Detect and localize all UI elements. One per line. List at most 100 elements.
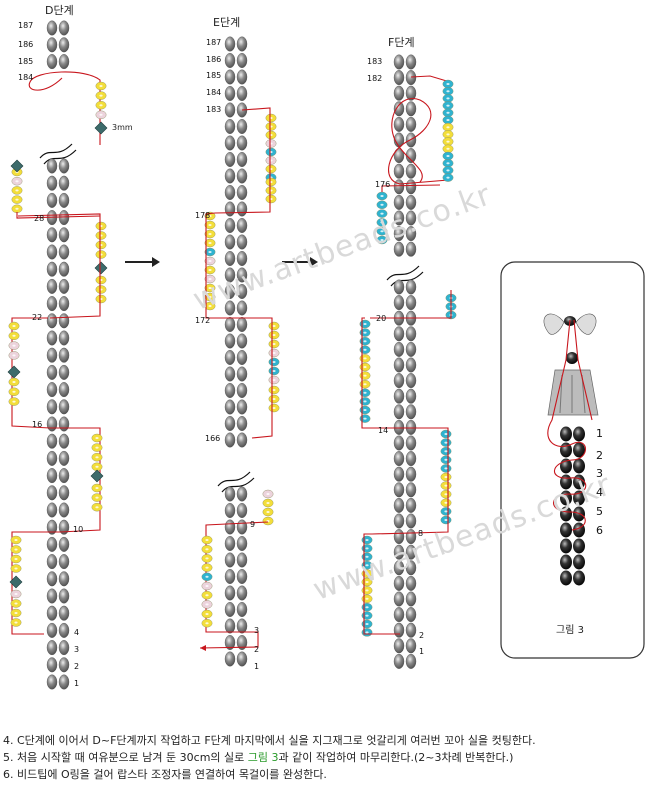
seed-bead-hole xyxy=(12,325,16,327)
black-bead xyxy=(560,554,572,570)
fig3-step-label: 5 xyxy=(596,505,603,518)
gray-bead xyxy=(236,602,248,618)
f-row-label: 182 xyxy=(367,74,383,83)
seed-bead-hole xyxy=(14,621,18,624)
seed-bead-hole xyxy=(446,162,450,165)
gray-bead xyxy=(46,296,58,312)
gray-bead xyxy=(46,175,58,191)
thread-path xyxy=(28,71,101,145)
gray-bead xyxy=(46,433,58,449)
gray-bead xyxy=(393,373,405,389)
seed-bead-hole xyxy=(14,602,18,605)
black-bead xyxy=(560,522,572,538)
seed-bead-hole xyxy=(14,548,18,551)
gray-bead xyxy=(405,591,417,607)
gray-bead xyxy=(58,382,70,398)
gray-bead xyxy=(393,544,405,560)
seed-bead-hole xyxy=(446,147,450,150)
gray-bead xyxy=(224,585,236,601)
fig3-step-label: 6 xyxy=(596,524,603,537)
seed-bead-hole xyxy=(363,323,367,325)
e-row-label: 185 xyxy=(206,71,222,80)
gray-bead xyxy=(393,341,405,357)
gray-bead xyxy=(393,653,405,669)
gray-bead xyxy=(58,296,70,312)
gray-bead xyxy=(46,54,58,70)
seed-bead-hole xyxy=(272,370,276,372)
gray-bead xyxy=(236,503,248,519)
gray-bead xyxy=(405,466,417,482)
gray-bead xyxy=(224,284,236,300)
gray-bead xyxy=(405,226,417,242)
d-row-label: 10 xyxy=(73,525,84,534)
seed-bead-hole xyxy=(272,407,276,409)
seed-bead-hole xyxy=(95,506,99,509)
instruction-text: 4. C단계에 이어서 D~F단계까지 작업하고 F단계 마지막에서 실을 지그… xyxy=(3,734,536,747)
seed-bead-hole xyxy=(446,126,450,129)
seed-bead-hole xyxy=(266,493,270,495)
gray-bead xyxy=(405,194,417,210)
seed-bead-hole xyxy=(446,111,450,114)
gray-bead xyxy=(224,602,236,618)
seed-bead-hole xyxy=(380,230,384,233)
gray-bead xyxy=(405,148,417,164)
black-bead xyxy=(560,570,572,586)
seed-bead-hole xyxy=(205,575,209,578)
stage-d-title: D단계 xyxy=(45,4,74,17)
arrow-head xyxy=(310,257,318,267)
gray-bead xyxy=(58,158,70,174)
gray-bead xyxy=(405,653,417,669)
gray-bead xyxy=(224,416,236,432)
f-row-label: 176 xyxy=(375,180,391,189)
seed-bead-hole xyxy=(444,450,448,453)
gray-bead xyxy=(236,416,248,432)
gray-bead xyxy=(393,210,405,226)
seed-bead-hole xyxy=(446,133,450,136)
gray-bead xyxy=(224,201,236,217)
gray-bead xyxy=(58,674,70,690)
seed-bead-hole xyxy=(363,348,367,351)
gray-bead xyxy=(58,313,70,329)
seed-bead-hole xyxy=(99,85,103,87)
gray-bead xyxy=(224,552,236,568)
gray-bead xyxy=(46,416,58,432)
gray-bead xyxy=(405,341,417,357)
seed-bead-hole xyxy=(444,476,448,478)
gray-bead xyxy=(58,261,70,277)
gray-bead xyxy=(236,151,248,167)
seed-bead-hole xyxy=(446,90,450,93)
gray-bead xyxy=(46,364,58,380)
seed-bead-hole xyxy=(208,296,212,298)
gray-bead xyxy=(405,101,417,117)
thread-path xyxy=(251,317,273,439)
seed-bead-hole xyxy=(99,104,103,107)
seed-bead-hole xyxy=(365,631,369,634)
beading-diagram: D단계 E단계 F단계 187 186 185 184 28 22 16 10 … xyxy=(7,4,645,690)
gray-bead xyxy=(46,519,58,535)
e-row-label: 9 xyxy=(250,520,256,529)
thread-path xyxy=(388,75,451,185)
gray-bead xyxy=(46,536,58,552)
gray-bead xyxy=(393,388,405,404)
gray-bead xyxy=(46,674,58,690)
gray-bead xyxy=(58,416,70,432)
seed-bead-hole xyxy=(95,465,99,468)
gray-bead xyxy=(224,234,236,250)
e-row-label: 2 xyxy=(254,645,260,654)
gray-bead xyxy=(393,466,405,482)
seed-bead-hole xyxy=(365,597,369,600)
gray-bead xyxy=(46,622,58,638)
e-row-label: 184 xyxy=(206,88,222,97)
d-row-label: 4 xyxy=(74,628,80,637)
gray-bead xyxy=(236,300,248,316)
gray-bead xyxy=(236,569,248,585)
seed-bead-hole xyxy=(205,622,209,625)
instruction-text: 과 같이 작업하여 마무리한다.(2~3차례 반복한다.) xyxy=(278,751,514,764)
gray-bead xyxy=(405,357,417,373)
instructions: 4. C단계에 이어서 D~F단계까지 작업하고 F단계 마지막에서 실을 지그… xyxy=(3,732,648,783)
gray-bead xyxy=(224,102,236,118)
gray-bead xyxy=(224,250,236,266)
seed-bead-hole xyxy=(365,564,369,567)
gray-bead xyxy=(58,536,70,552)
gray-bead xyxy=(405,482,417,498)
